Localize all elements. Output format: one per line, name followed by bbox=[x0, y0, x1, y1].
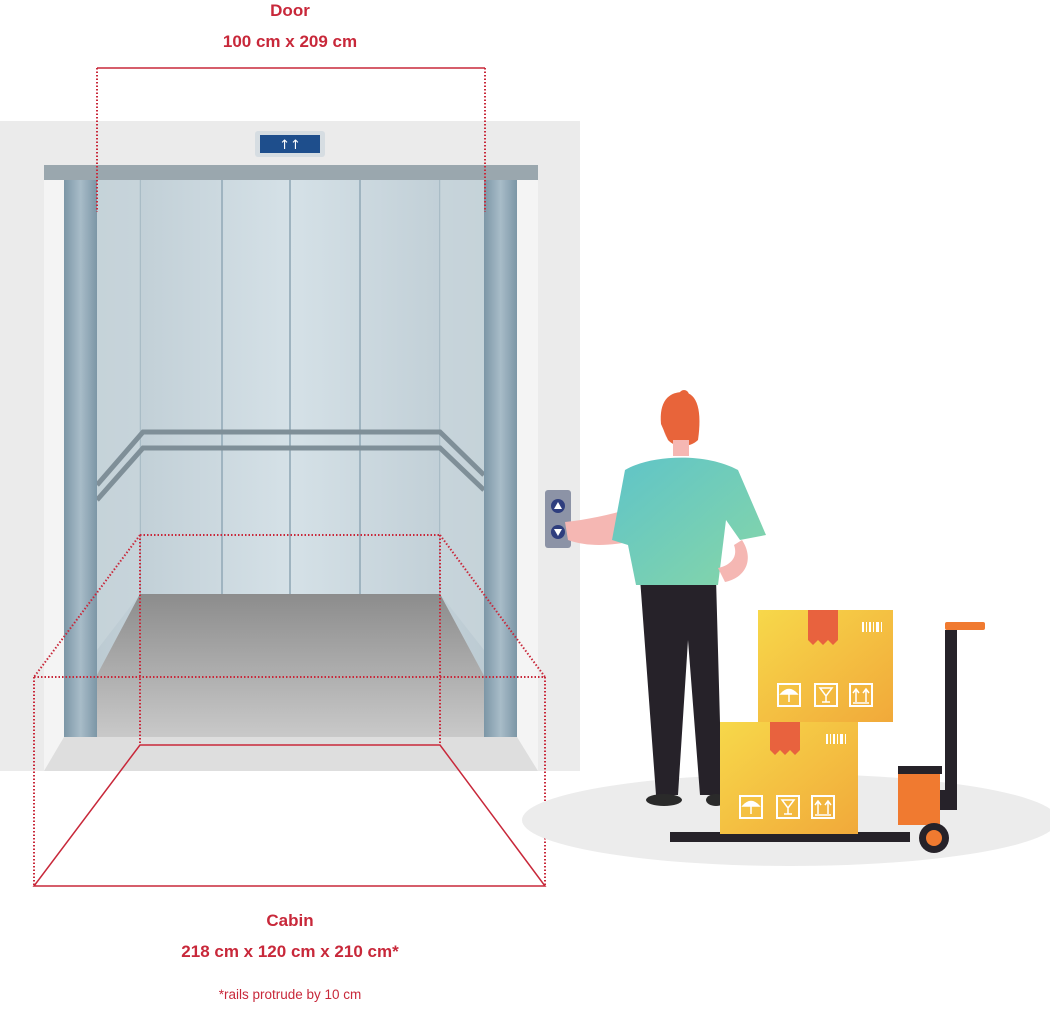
threshold bbox=[44, 737, 538, 771]
cabin-floor bbox=[64, 594, 517, 737]
fragile-glass-icon bbox=[776, 795, 800, 819]
umbrella-icon bbox=[739, 795, 763, 819]
umbrella-icon bbox=[777, 683, 801, 707]
door-pillar-left bbox=[64, 180, 97, 737]
cabin-title: Cabin bbox=[266, 911, 314, 930]
box-bottom bbox=[720, 722, 858, 834]
barcode-icon bbox=[862, 622, 882, 632]
cabin-dimension-lines bbox=[32, 534, 547, 887]
handrail bbox=[95, 429, 486, 487]
door-dimension-lines bbox=[96, 67, 486, 212]
door-title: Door bbox=[270, 1, 310, 20]
this-way-up-icon bbox=[849, 683, 873, 707]
cabin-dimensions: 218 cm x 120 cm x 210 cm* bbox=[181, 942, 399, 961]
door-dimensions: 100 cm x 209 cm bbox=[222, 32, 358, 51]
footnote: *rails protrude by 10 cm bbox=[218, 987, 362, 1002]
cabin-ceiling bbox=[44, 165, 538, 180]
barcode-icon bbox=[826, 734, 846, 744]
fragile-glass-icon bbox=[814, 683, 838, 707]
this-way-up-icon bbox=[811, 795, 835, 819]
floor-indicator-arrows: ↑↑ bbox=[279, 138, 301, 153]
person bbox=[565, 390, 766, 806]
call-button-panel bbox=[545, 490, 571, 548]
box-top bbox=[758, 610, 893, 722]
door-pillar-right bbox=[484, 180, 517, 737]
pallet-jack bbox=[670, 622, 985, 853]
